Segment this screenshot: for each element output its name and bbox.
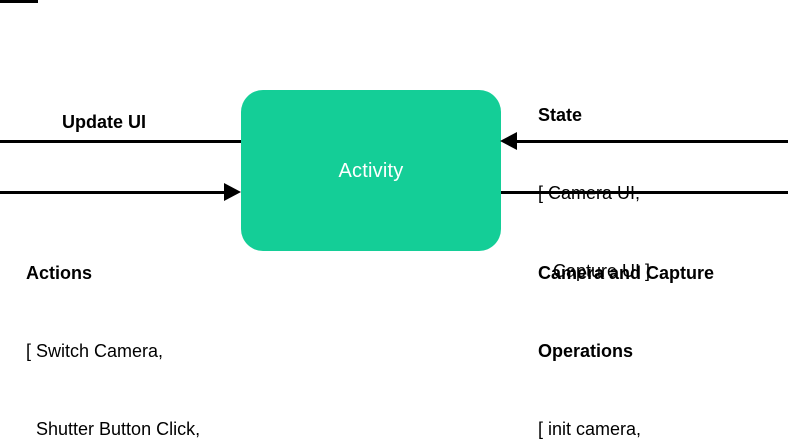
edge-line-actions bbox=[0, 191, 228, 194]
state-item: Capture UI ] bbox=[538, 261, 651, 281]
actions-item: Shutter Button Click, bbox=[26, 419, 201, 439]
arrowhead-right-icon-actions bbox=[224, 183, 241, 201]
actions-header: Actions bbox=[26, 263, 93, 283]
actions-item: [ Switch Camera, bbox=[26, 341, 164, 361]
operations-header-line-1: Camera and Capture bbox=[538, 263, 715, 283]
edge-label-update-ui: Update UI bbox=[62, 112, 147, 132]
edge-line-operations bbox=[501, 191, 788, 194]
node-activity-label: Activity bbox=[338, 159, 404, 182]
operations-item: [ init camera, bbox=[538, 419, 642, 439]
top-left-corner-mark bbox=[0, 0, 38, 3]
node-activity[interactable]: Activity bbox=[241, 90, 501, 251]
edge-label-operations: Camera and Capture Operations [ init cam… bbox=[538, 208, 714, 444]
edge-line-state bbox=[514, 140, 788, 143]
state-header: State bbox=[538, 105, 583, 125]
edge-label-actions: Actions [ Switch Camera, Shutter Button … bbox=[26, 208, 244, 444]
operations-header-line-2: Operations bbox=[538, 341, 634, 361]
arrowhead-left-icon-state bbox=[500, 132, 517, 150]
edge-line-update-ui bbox=[0, 140, 241, 143]
